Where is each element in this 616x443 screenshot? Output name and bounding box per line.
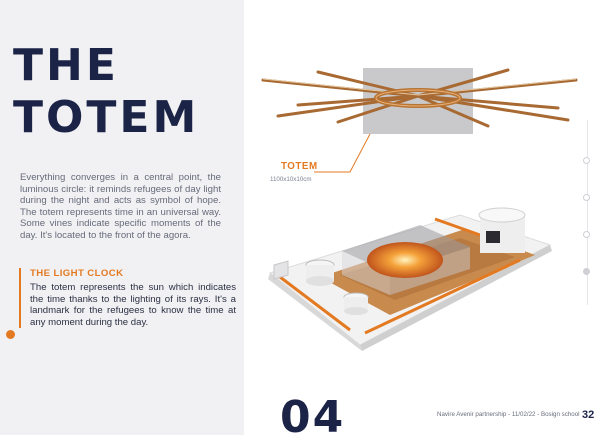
totem-label: TOTEM: [281, 161, 318, 172]
page-nav-dot-3[interactable]: [583, 231, 590, 238]
left-panel: [0, 0, 244, 435]
light-clock-section: THE LIGHT CLOCK The totem represents the…: [19, 268, 236, 329]
page-title-line-2: TOTEM: [13, 92, 200, 143]
intro-paragraph: Everything converges in a central point,…: [20, 172, 221, 241]
orange-bullet: [6, 330, 15, 339]
section-number: 04: [280, 392, 346, 443]
totem-illustration: [261, 68, 578, 134]
page-nav-dot-1[interactable]: [583, 157, 590, 164]
page-nav-dot-2[interactable]: [583, 194, 590, 201]
light-clock-heading: THE LIGHT CLOCK: [30, 268, 124, 279]
totem-dimensions: 1100x10x10cm: [270, 176, 312, 183]
light-clock-body: The totem represents the sun which indic…: [30, 282, 236, 328]
page-nav-dot-4[interactable]: [583, 268, 590, 275]
page-nav-line: [587, 120, 588, 305]
footer-text: Navire Avenir partnership - 11/02/22 - B…: [437, 411, 580, 418]
agora-scene-illustration: [268, 207, 552, 351]
page-title-line-1: THE: [13, 40, 119, 91]
page-number: 32: [582, 409, 595, 421]
